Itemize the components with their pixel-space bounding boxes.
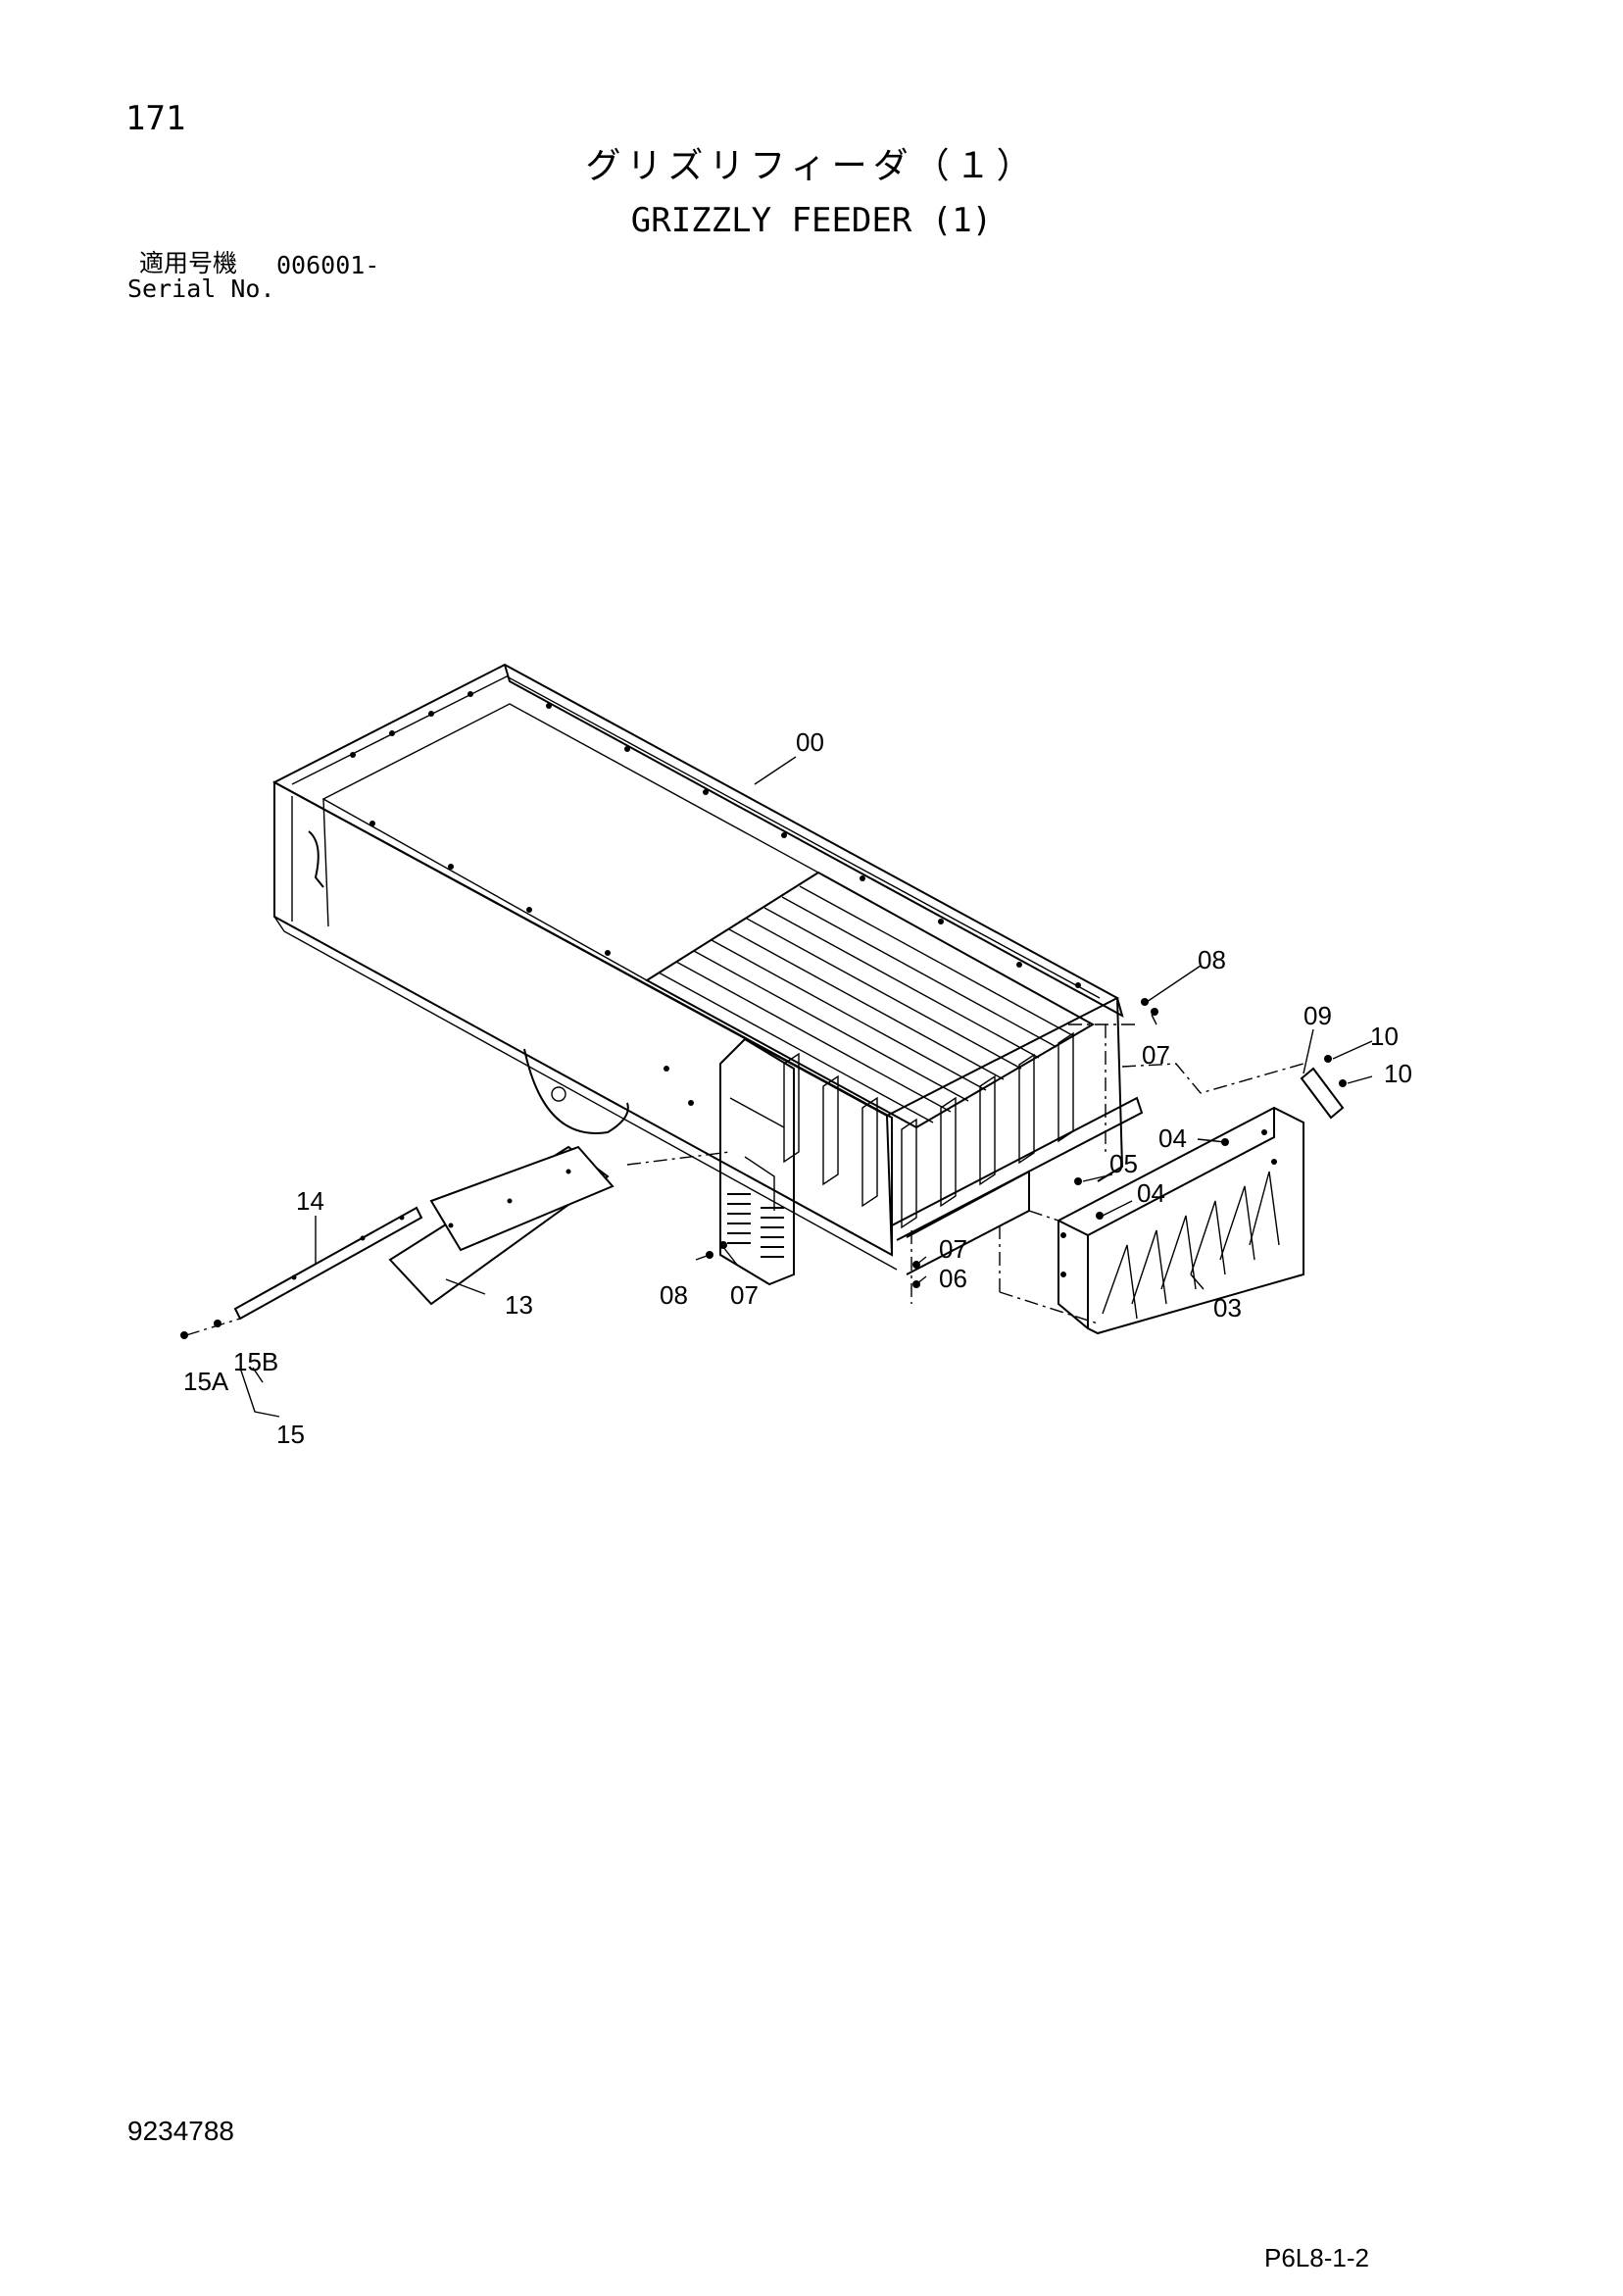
feeder-frame: [271, 663, 1144, 1286]
discharge-chute: [1057, 1106, 1304, 1335]
callout-14: 14: [296, 1186, 324, 1216]
page-code: P6L8-1-2: [1264, 2243, 1369, 2272]
bolt-holes: [350, 691, 1081, 1106]
callout-06: 06: [939, 1264, 967, 1293]
callout-07-middle: 07: [939, 1234, 967, 1264]
callout-08-upper: 08: [1198, 945, 1226, 974]
cover-plate-13: [388, 1145, 615, 1306]
callout-10-lower: 10: [1384, 1059, 1412, 1088]
callout-labels: 00 08 07 09 10 10 04 05 04 07 06 03 08 0…: [183, 727, 1412, 1449]
callout-04-lower: 04: [1137, 1178, 1165, 1208]
callout-07-lower: 07: [730, 1280, 759, 1310]
page-number: 171: [125, 99, 186, 138]
bracket-09: [1300, 1067, 1345, 1120]
leader-lines: [239, 756, 1373, 1418]
callout-13: 13: [505, 1290, 533, 1320]
callout-15a: 15A: [183, 1367, 229, 1396]
fasteners: [180, 998, 1347, 1339]
callout-15: 15: [276, 1420, 305, 1449]
document-number: 9234788: [127, 2116, 235, 2146]
springs: [727, 1193, 784, 1258]
callout-00: 00: [796, 727, 824, 757]
title-english: GRIZZLY FEEDER (1): [630, 201, 993, 240]
title-japanese: グリズリフィーダ（１）: [585, 146, 1038, 186]
callout-07-upper: 07: [1142, 1040, 1170, 1070]
callout-15b: 15B: [233, 1347, 278, 1376]
callout-03: 03: [1213, 1293, 1242, 1323]
callout-08-lower: 08: [660, 1280, 688, 1310]
callout-05: 05: [1109, 1149, 1138, 1178]
grizzly-bars: [645, 871, 1096, 1229]
callout-09: 09: [1303, 1001, 1332, 1030]
serial-label-english: Serial No.: [127, 275, 275, 303]
strip-14: [233, 1206, 423, 1321]
alignment-lines: [185, 1023, 1304, 1336]
serial-label-japanese: 適用号機: [139, 249, 238, 277]
serial-range: 006001-: [276, 251, 380, 279]
callout-04-right: 04: [1158, 1123, 1187, 1153]
callout-10-upper: 10: [1370, 1022, 1399, 1051]
